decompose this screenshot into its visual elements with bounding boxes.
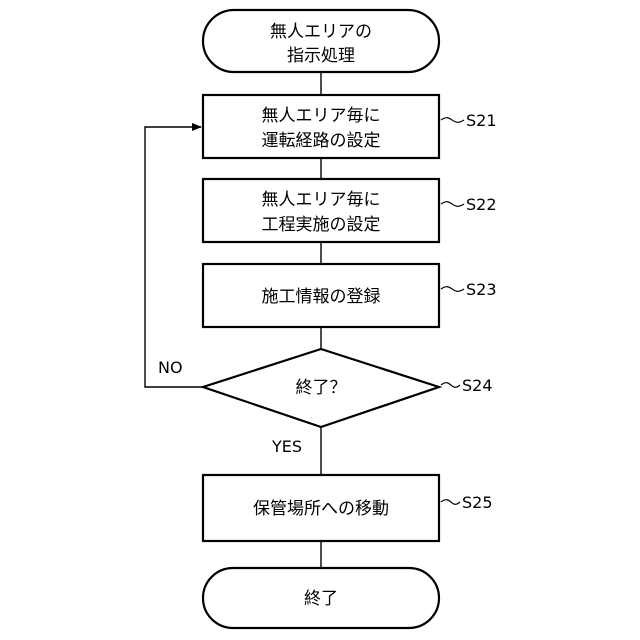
- process-s22-line2: 工程実施の設定: [262, 215, 381, 235]
- decision-no-label: NO: [158, 358, 183, 377]
- decision-s24-text: 終了？: [296, 378, 347, 398]
- process-s25-text: 保管場所への移動: [253, 499, 389, 519]
- end-terminal: 終了: [203, 568, 439, 628]
- end-label: 終了: [304, 589, 338, 609]
- step-id-leader-s22: [441, 202, 464, 207]
- process-step-s21: 無人エリア毎に 運転経路の設定 S21: [203, 95, 497, 158]
- step-id-s21: S21: [466, 111, 497, 130]
- step-id-leader-s21: [441, 118, 464, 123]
- start-label-line2: 指示処理: [287, 46, 355, 66]
- process-s22-line1: 無人エリア毎に: [262, 190, 381, 210]
- decision-yes-label: YES: [271, 437, 302, 456]
- step-id-s24: S24: [462, 376, 493, 395]
- step-id-s22: S22: [466, 195, 497, 214]
- step-id-s25: S25: [462, 493, 493, 512]
- step-id-leader-s24: [441, 383, 460, 388]
- process-s21-line2: 運転経路の設定: [262, 131, 381, 151]
- process-s23-text: 施工情報の登録: [262, 287, 381, 307]
- process-step-s23: 施工情報の登録 S23: [203, 264, 497, 327]
- step-id-leader-s23: [441, 287, 464, 292]
- step-id-s23: S23: [466, 280, 497, 299]
- process-step-s25: 保管場所への移動 S25: [203, 475, 493, 541]
- step-id-leader-s25: [441, 500, 460, 505]
- start-terminal: 無人エリアの 指示処理: [203, 10, 439, 72]
- start-label-line1: 無人エリアの: [270, 22, 372, 42]
- process-step-s22: 無人エリア毎に 工程実施の設定 S22: [203, 179, 497, 242]
- decision-s24: 終了？ S24 NO YES: [158, 349, 493, 456]
- process-s21-line1: 無人エリア毎に: [262, 106, 381, 126]
- loop-back-arrow: [145, 127, 203, 387]
